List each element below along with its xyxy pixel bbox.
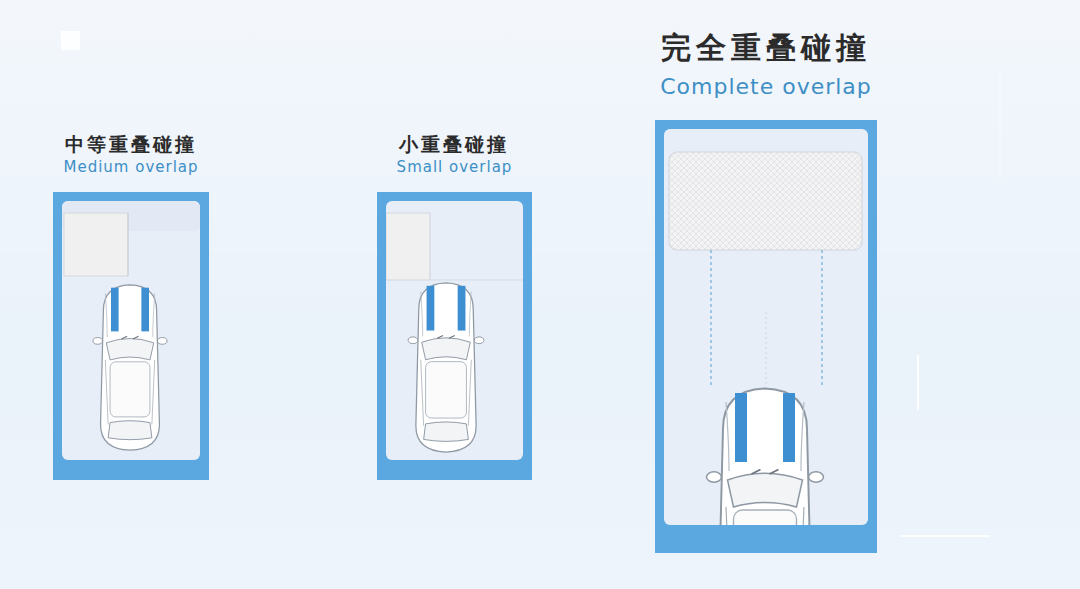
test-panel: 完全重叠碰撞Complete overlap (655, 120, 877, 553)
heading-chinese: 中等重叠碰撞 (63, 133, 198, 156)
test-panel: 中等重叠碰撞Medium overlap (53, 192, 209, 480)
heading-english: Medium overlap (63, 158, 198, 176)
heading-chinese: 完全重叠碰撞 (660, 29, 872, 67)
heading-english: Complete overlap (660, 73, 872, 101)
test-panel: 小重叠碰撞Small overlap (377, 192, 532, 480)
heading-chinese: 小重叠碰撞 (397, 133, 513, 156)
panel-heading: 小重叠碰撞 Small overlap (397, 133, 513, 176)
panel-heading: 中等重叠碰撞 Medium overlap (63, 133, 198, 176)
panel-heading: 完全重叠碰撞 Complete overlap (660, 29, 872, 100)
heading-english: Small overlap (397, 158, 513, 176)
